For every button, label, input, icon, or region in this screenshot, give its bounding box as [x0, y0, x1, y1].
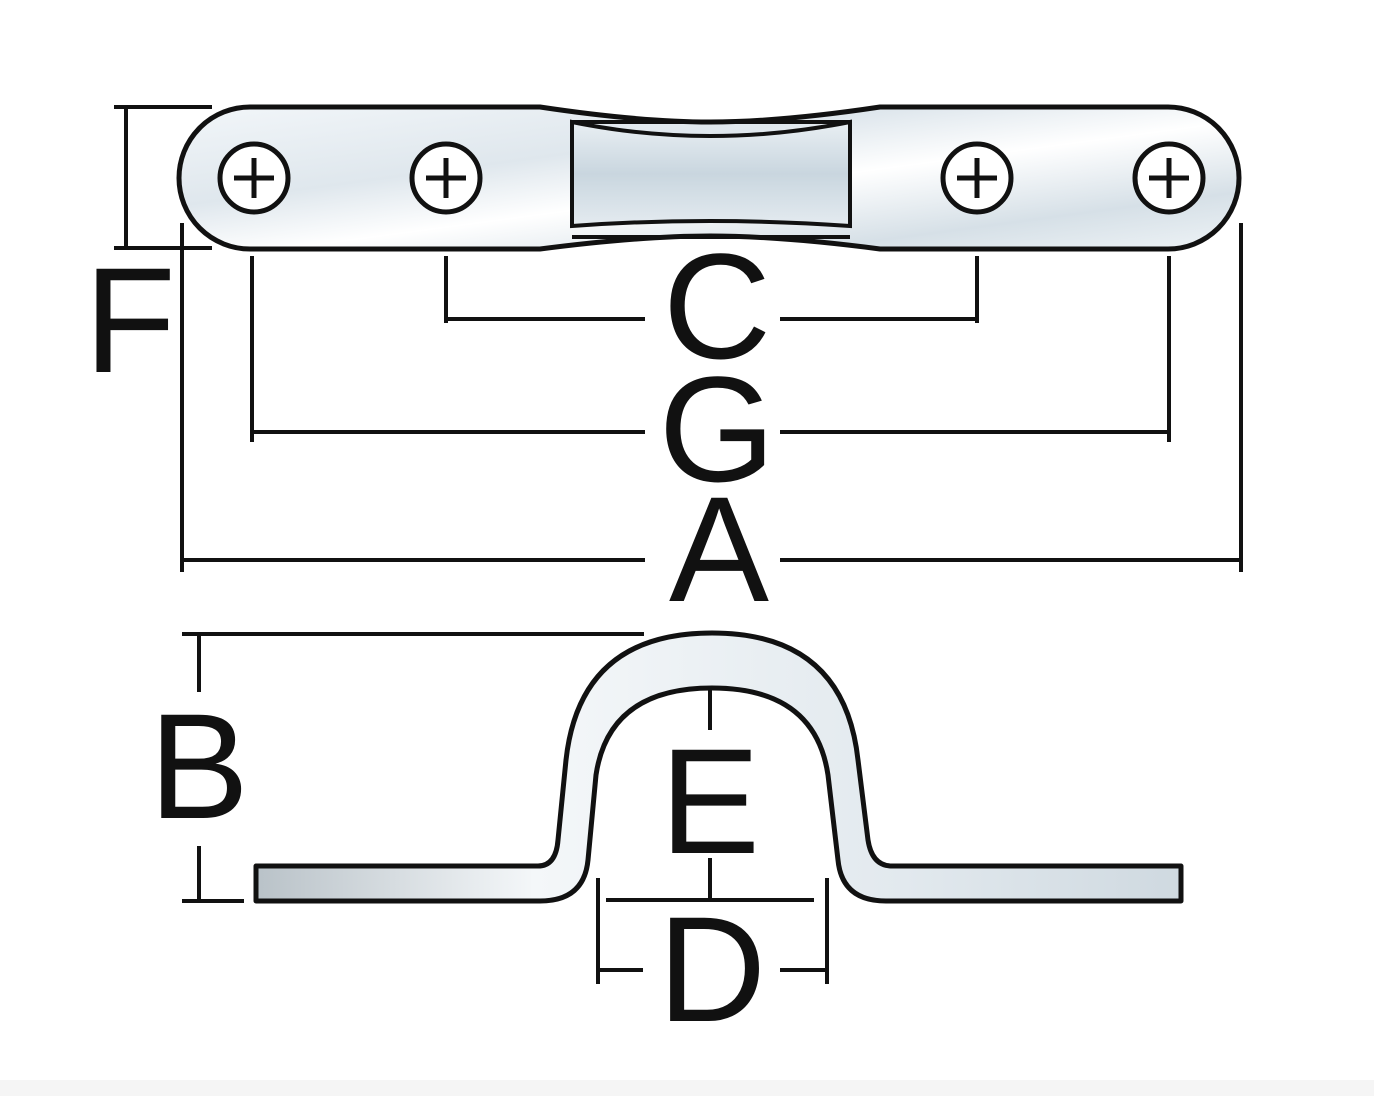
bottom-strip [0, 1080, 1374, 1096]
dimension-g [250, 256, 1171, 442]
cleat-side-view [253, 630, 1184, 904]
cleat-top-view [176, 104, 1242, 252]
cleat-top-center-horn [570, 119, 852, 229]
screw-1-icon [217, 141, 291, 215]
dimension-d [596, 878, 829, 984]
label-c: C [663, 222, 771, 390]
dimension-c [444, 256, 979, 323]
label-b: B [149, 682, 249, 850]
label-e: E [660, 717, 760, 885]
dimension-e [606, 688, 814, 902]
dimension-a [180, 223, 1243, 572]
label-a: A [669, 465, 769, 633]
label-g: G [659, 345, 776, 513]
screw-2-icon [409, 141, 483, 215]
label-f: F [84, 236, 176, 404]
dimension-b [182, 632, 644, 903]
label-d: D [658, 885, 766, 1053]
screw-3-icon [940, 141, 1014, 215]
cleat-side-body [253, 630, 1184, 904]
screw-4-icon [1132, 141, 1206, 215]
dimension-f [114, 105, 212, 250]
